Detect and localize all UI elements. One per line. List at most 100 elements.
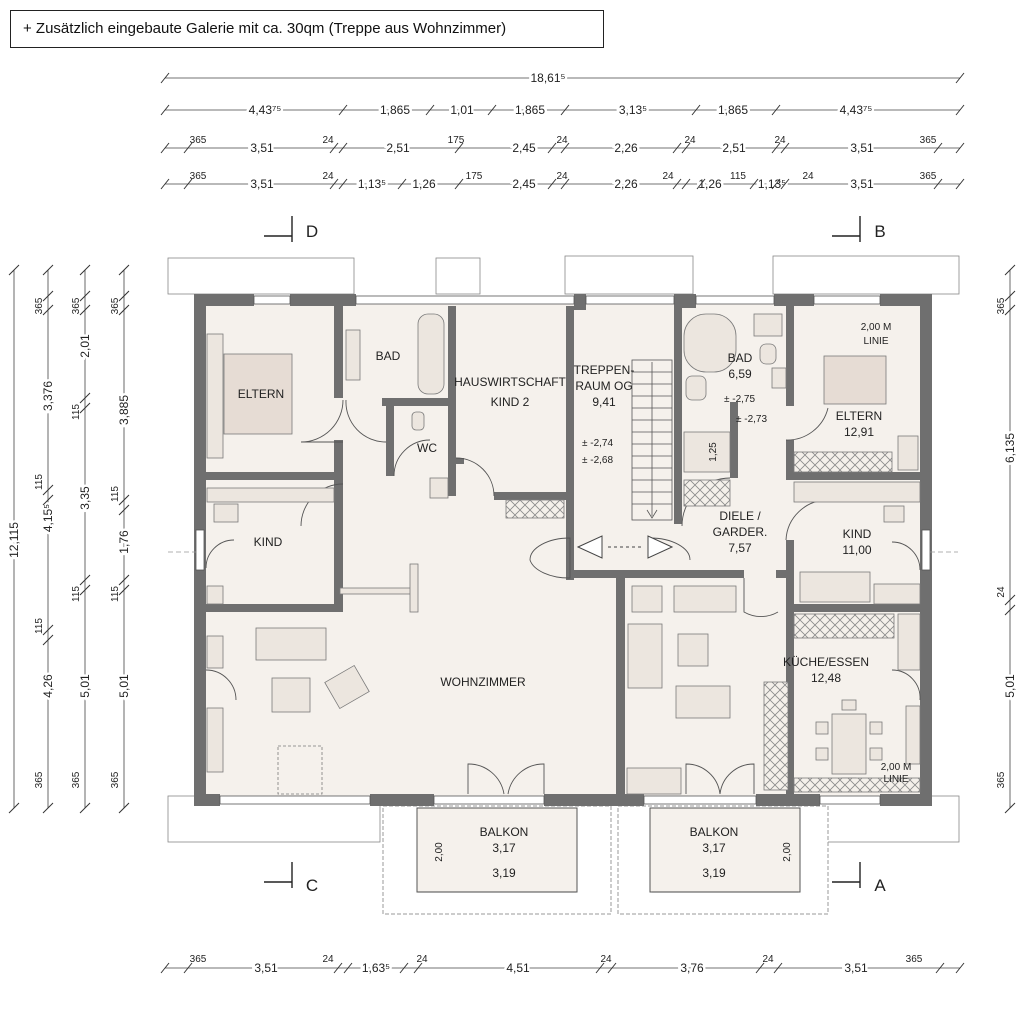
dimension-tick [454,142,464,154]
top-dim-row4-8: 2,26 [614,177,638,191]
left-dim-col4-5: 5,01 [117,674,131,698]
bottom-dim-6: 24 [600,954,612,965]
left-dim-col2-6: 365 [34,771,45,788]
dimension-tick [933,142,943,154]
dimension-tick [42,624,54,636]
room-kind-left-0: KIND [254,535,283,549]
windows [195,295,931,805]
dimension-tick [560,104,570,116]
dimension-tick [771,178,781,190]
room-bad-right-0: BAD [728,351,753,365]
dimension-tick [79,574,91,586]
room-diele-2: 7,57 [728,541,752,555]
top-dim-row3-2: 24 [322,135,334,146]
dimension-tick [118,494,130,506]
dimension-tick [79,304,91,316]
left-dim-col4-2: 115 [110,486,121,502]
left-dim-col4-0: 365 [110,297,121,314]
top-dim-row3-7: 2,26 [614,141,638,155]
top-dim-row4-15: 365 [920,171,937,182]
bottom-dim-10: 365 [906,954,923,965]
top-dim-row3-11: 3,51 [850,141,874,155]
dimension-tick [79,802,91,814]
dimension-tick [329,142,339,154]
dimension-tick [681,178,691,190]
dimension-tick [1004,304,1016,316]
dimension-tick [42,290,54,302]
dimension-tick [183,142,193,154]
left-dim-col3-2: 115 [71,404,82,420]
right-dim-2: 24 [996,586,1007,598]
left-dim-col2-4: 115 [34,618,45,634]
room-kueche-1: 12,48 [811,671,841,685]
left-dim-col4-3: 1,76 [117,530,131,554]
dimension-tick [771,142,781,154]
room-kind-right-0: KIND [843,527,872,541]
dimension-tick [343,962,353,974]
top-dim-row2-0: 4,43⁷⁵ [249,103,282,117]
dimension-tick [118,264,130,276]
bottom-dim-7: 3,76 [680,961,704,975]
shower-dim: 1,25 [708,442,719,462]
dimension-tick [771,104,781,116]
top-dim-row4-1: 3,51 [250,177,274,191]
top-dim-row3-8: 24 [684,135,696,146]
dimension-tick [560,142,570,154]
dimension-tick [42,264,54,276]
gallery-note: + Zusätzlich eingebaute Galerie mit ca. … [10,10,604,48]
room-bad-left-0: BAD [376,349,401,363]
dimension-tick [160,72,170,84]
dimension-tick [338,142,348,154]
dimension-tick [413,962,423,974]
room-treppen-1: RAUM OG [575,379,632,393]
left-dim-col4-6: 365 [110,771,121,788]
room-hauswirtschaft-1: KIND 2 [491,395,530,409]
top-dim-row3-9: 2,51 [722,141,746,155]
dimension-tick [955,178,965,190]
dimension-tick [955,72,965,84]
top-dim-row4-11: 115 [730,171,746,182]
top-dim-row3-3: 2,51 [386,141,410,155]
dimension-tick [329,178,339,190]
dimension-tick [547,178,557,190]
top-dim-row4-13: 24 [802,171,814,182]
dimension-tick [118,802,130,814]
bottom-dim-4: 24 [416,954,428,965]
top-dim-row3-1: 3,51 [250,141,274,155]
dimension-tick [118,290,130,302]
section-markers [264,216,861,888]
top-dim-row4-10: 1,26 [698,177,722,191]
dimension-tick [425,104,435,116]
left-dim-col2-3: 4,15⁵ [41,504,55,532]
dimension-tick [160,104,170,116]
left-dim-col2-0: 365 [34,297,45,314]
floor-area [200,300,924,800]
dimension-tick [42,484,54,496]
bottom-dim-3: 1,63⁵ [362,961,390,975]
treppen-level-0: ± -2,74 [582,438,613,449]
top-dim-row1-0: 18,61⁵ [530,71,565,85]
dimension-tick [780,178,790,190]
top-dim-row4-4: 1,26 [412,177,436,191]
dimension-tick [1004,802,1016,814]
top-dim-row3-6: 24 [556,135,568,146]
dimension-tick [333,962,343,974]
dimension-tick [955,962,965,974]
bad-right-level-1: ± -2,73 [736,414,767,425]
right-dim-4: 365 [996,771,1007,788]
dimension-tick [1004,264,1016,276]
top-dim-row2-6: 4,43⁷⁵ [840,103,873,117]
dimension-tick [755,962,765,974]
room-wc-0: WC [417,441,437,455]
room-hauswirtschaft-0: HAUSWIRTSCHAFT [454,375,566,389]
dimension-tick [547,142,557,154]
room-balkon-left-1: 3,17 [492,841,516,855]
dimension-tick [338,104,348,116]
stair-arrows [576,535,674,559]
bottom-dim-9: 3,51 [844,961,868,975]
stair [631,359,673,521]
dimension-tick [672,142,682,154]
top-dim-row4-14: 3,51 [850,177,874,191]
